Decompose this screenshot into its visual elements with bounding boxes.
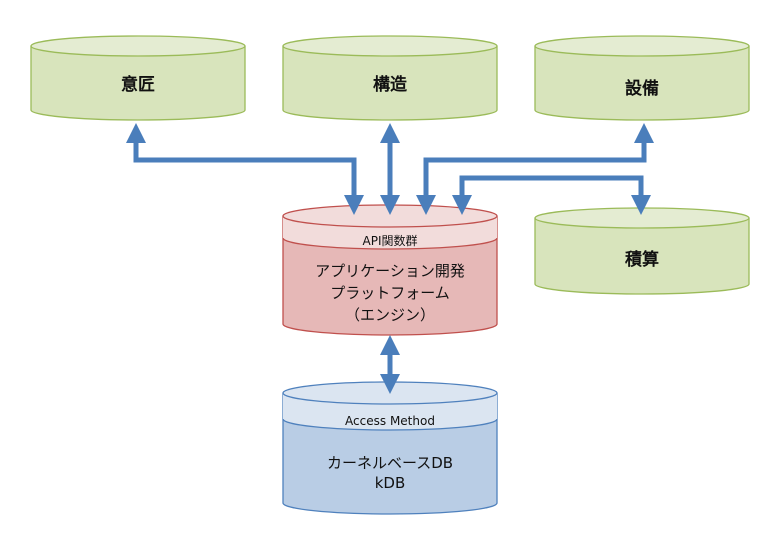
equipment-module: 設備 (534, 35, 750, 121)
design-module-label: 意匠 (121, 74, 155, 95)
estimation-module-label: 積算 (625, 249, 659, 270)
engine-cylinder: API関数群 アプリケーション開発 プラットフォーム （エンジン） (282, 204, 498, 336)
engine-header: API関数群 (363, 233, 418, 248)
design-module: 意匠 (30, 35, 246, 121)
kernel-db-cylinder: Access Method カーネルベースDB kDB (282, 381, 498, 515)
engine-line-1: アプリケーション開発 (315, 262, 465, 280)
equipment-module-label: 設備 (625, 78, 659, 99)
equipment-engine-arrow (416, 123, 654, 215)
design-engine-arrow (126, 123, 364, 215)
engine-line-3: （エンジン） (345, 306, 435, 324)
estimation-engine-arrow (452, 175, 651, 215)
kernel-line-1: カーネルベースDB (327, 454, 453, 472)
structure-module: 構造 (282, 35, 498, 121)
connector-arrows (126, 123, 654, 394)
kernel-header: Access Method (345, 414, 435, 428)
engine-line-2: プラットフォーム (330, 284, 450, 302)
estimation-module: 積算 (534, 207, 750, 295)
kernel-line-2: kDB (375, 474, 406, 492)
structure-module-label: 構造 (373, 74, 408, 95)
